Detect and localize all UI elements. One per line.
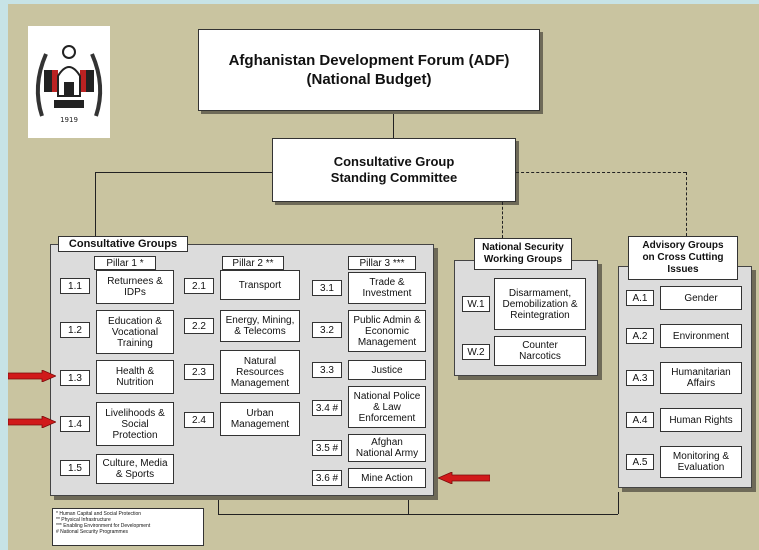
diagram-canvas: 1919 Afghanistan Development Forum (ADF)… (8, 4, 759, 550)
pillar-3-header: Pillar 3 *** (348, 256, 416, 270)
emblem-icon: 1919 (35, 45, 103, 124)
connector (95, 172, 96, 236)
group-number: 3.2 (312, 322, 342, 338)
group-human-rights[interactable]: Human Rights (660, 408, 742, 432)
group-number: 3.4 # (312, 400, 342, 416)
connector (218, 514, 618, 515)
group-transport[interactable]: Transport (220, 270, 300, 300)
group-number: W.1 (462, 296, 490, 312)
group-number: 2.3 (184, 364, 214, 380)
connector (95, 172, 272, 173)
dashed-connector (516, 172, 686, 173)
legend: * Human Capital and Social Protection **… (52, 508, 204, 546)
group-health-nutrition[interactable]: Health &Nutrition (96, 360, 174, 394)
legend-item: *** Enabling Environment for Development (56, 523, 151, 529)
group-number: W.2 (462, 344, 490, 360)
group-number: 1.1 (60, 278, 90, 294)
group-number: 3.5 # (312, 440, 342, 456)
group-justice[interactable]: Justice (348, 360, 426, 380)
cg-title: Consultative Group (333, 154, 455, 169)
group-environment[interactable]: Environment (660, 324, 742, 348)
group-mine-action[interactable]: Mine Action (348, 468, 426, 488)
group-number: 1.4 (60, 416, 90, 432)
group-number: 2.1 (184, 278, 214, 294)
red-arrow-mine-action-icon (438, 472, 490, 484)
emblem-year: 1919 (60, 116, 78, 124)
group-number: 2.4 (184, 412, 214, 428)
legend-item: ** Physical Infrastructure (56, 517, 111, 523)
group-disarmament-demobilization-reintegration[interactable]: Disarmament,Demobilization &Reintegratio… (494, 278, 586, 330)
legend-item: # National Security Programmes (56, 529, 128, 535)
group-culture-media-sports[interactable]: Culture, Media& Sports (96, 454, 174, 484)
connector (393, 114, 394, 138)
group-number: A.5 (626, 454, 654, 470)
group-number: 1.2 (60, 322, 90, 338)
consultative-groups-title: Consultative Groups (58, 236, 188, 252)
connector (618, 492, 619, 514)
group-number: 3.3 (312, 362, 342, 378)
group-trade-investment[interactable]: Trade &Investment (348, 272, 426, 304)
group-number: A.1 (626, 290, 654, 306)
afghanistan-emblem: 1919 (28, 26, 110, 138)
adf-box[interactable]: Afghanistan Development Forum (ADF) (Nat… (198, 29, 540, 111)
group-number: 2.2 (184, 318, 214, 334)
group-number: 1.3 (60, 370, 90, 386)
group-number: A.2 (626, 328, 654, 344)
group-returnees-idps[interactable]: Returnees &IDPs (96, 270, 174, 304)
red-arrow-livelihoods-icon (8, 416, 56, 428)
group-number: A.3 (626, 370, 654, 386)
adf-title: Afghanistan Development Forum (ADF) (228, 52, 510, 69)
adf-subtitle: (National Budget) (306, 71, 432, 88)
connector (218, 492, 219, 514)
group-number: 1.5 (60, 460, 90, 476)
cg-subtitle: Standing Committee (330, 170, 458, 185)
group-number: 3.1 (312, 280, 342, 296)
dashed-connector (502, 202, 503, 238)
red-arrow-health-icon (8, 370, 56, 382)
group-monitoring-evaluation[interactable]: Monitoring &Evaluation (660, 446, 742, 478)
pillar-2-header: Pillar 2 ** (222, 256, 284, 270)
cg-standing-committee-box[interactable]: Consultative Group Standing Committee (272, 138, 516, 202)
legend-item: * Human Capital and Social Protection (56, 511, 142, 517)
group-energy-mining-telecoms[interactable]: Energy, Mining,& Telecoms (220, 310, 300, 342)
group-gender[interactable]: Gender (660, 286, 742, 310)
connector (408, 492, 409, 514)
dashed-connector (686, 172, 687, 236)
group-number: 3.6 # (312, 470, 342, 486)
pillar-1-header: Pillar 1 * (94, 256, 156, 270)
group-number: A.4 (626, 412, 654, 428)
